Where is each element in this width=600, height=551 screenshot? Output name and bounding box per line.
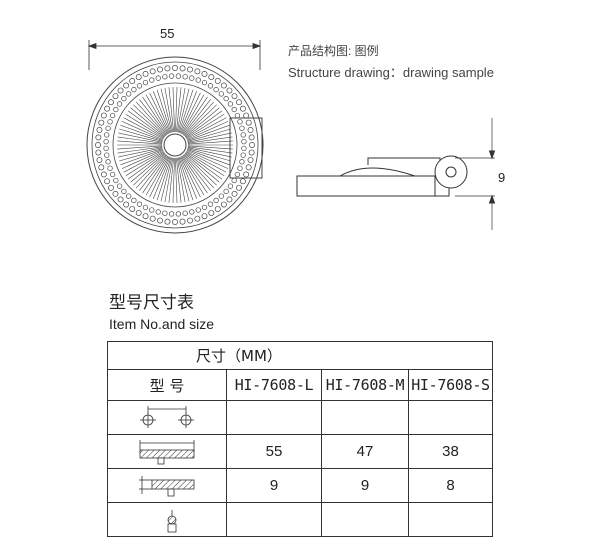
size-table-title-cn: 型号尺寸表 <box>109 293 194 313</box>
diameter-dimension-label: 55 <box>160 26 175 41</box>
table-cell <box>226 502 322 537</box>
table-cell: 9 <box>321 468 409 503</box>
hole-spacing-icon <box>107 400 227 435</box>
drawing-caption-cn: 产品结构图: 图例 <box>288 44 379 58</box>
size-table-title-en: Item No.and size <box>109 316 215 332</box>
table-row <box>107 400 493 435</box>
drawing-caption-en: Structure drawing：drawing sample <box>288 65 494 80</box>
diameter-icon <box>107 434 227 469</box>
size-header-text: 尺寸（MM） <box>196 347 282 365</box>
table-cell: 38 <box>408 434 493 469</box>
table-cell <box>321 502 409 537</box>
structure-drawing <box>86 40 496 234</box>
size-table: 尺寸（MM） 型 号 HI-7608-L HI-7608-M HI-7608-S <box>107 341 493 537</box>
size-header: 尺寸（MM） <box>107 341 493 370</box>
table-cell: 47 <box>321 434 409 469</box>
table-cell: 8 <box>408 468 493 503</box>
table-row: 55 47 38 <box>107 434 493 469</box>
model-label: 型 号 <box>107 369 227 401</box>
model-s: HI-7608-S <box>408 369 493 401</box>
table-row <box>107 502 493 537</box>
model-l: HI-7608-L <box>226 369 322 401</box>
table-cell: 9 <box>226 468 322 503</box>
height-dimension-label: 9 <box>498 170 506 185</box>
table-cell <box>226 400 322 435</box>
table-cell <box>408 502 493 537</box>
table-cell <box>408 400 493 435</box>
screw-hole-icon <box>107 502 227 537</box>
model-m: HI-7608-M <box>321 369 409 401</box>
table-cell <box>321 400 409 435</box>
top-view-drawing <box>86 56 264 234</box>
height-icon <box>107 468 227 503</box>
table-cell: 55 <box>226 434 322 469</box>
side-view-drawing <box>296 118 496 230</box>
table-row: 9 9 8 <box>107 468 493 503</box>
